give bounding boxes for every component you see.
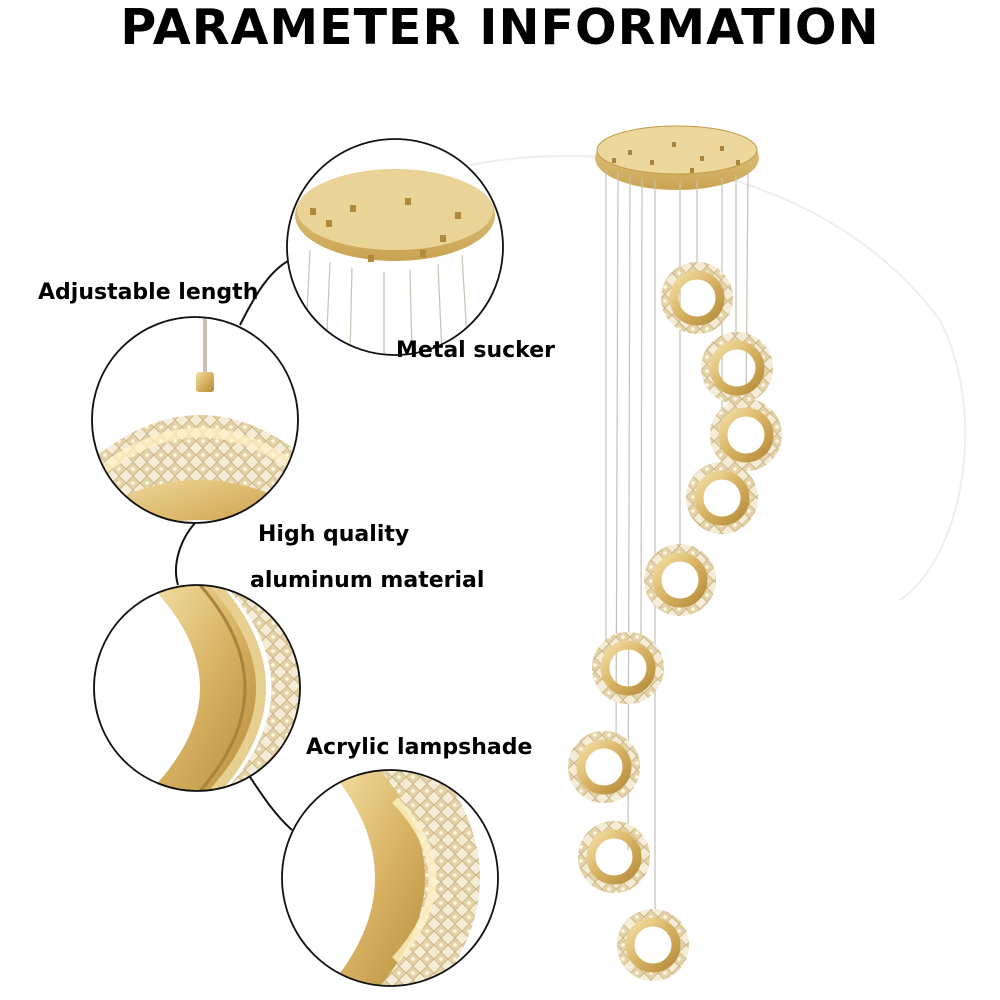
detail-circle-metal-sucker bbox=[286, 138, 504, 356]
chandelier bbox=[568, 125, 782, 981]
page-title: PARAMETER INFORMATION bbox=[120, 0, 880, 56]
ring-lamp bbox=[592, 632, 664, 704]
ring-lamp bbox=[661, 262, 733, 334]
detail-circle-aluminum-material bbox=[93, 584, 301, 792]
label-aluminum-material: aluminum material bbox=[250, 568, 485, 593]
ring-lamp bbox=[578, 821, 650, 893]
ring-lamp bbox=[644, 544, 716, 616]
label-metal-sucker: Metal sucker bbox=[396, 338, 555, 363]
ring-lamp bbox=[568, 731, 640, 803]
ring-lamp bbox=[701, 332, 773, 404]
ring-lamp bbox=[710, 399, 782, 471]
ring-lamp bbox=[686, 462, 758, 534]
detail-circle-acrylic-lampshade bbox=[281, 769, 499, 987]
detail-circle-adjustable-length bbox=[91, 316, 299, 524]
label-high-quality: High quality bbox=[258, 522, 410, 547]
label-adjustable-length: Adjustable length bbox=[38, 280, 259, 305]
label-acrylic-lampshade: Acrylic lampshade bbox=[306, 735, 533, 760]
connector-lines bbox=[174, 259, 293, 831]
ring-lamp bbox=[617, 909, 689, 981]
